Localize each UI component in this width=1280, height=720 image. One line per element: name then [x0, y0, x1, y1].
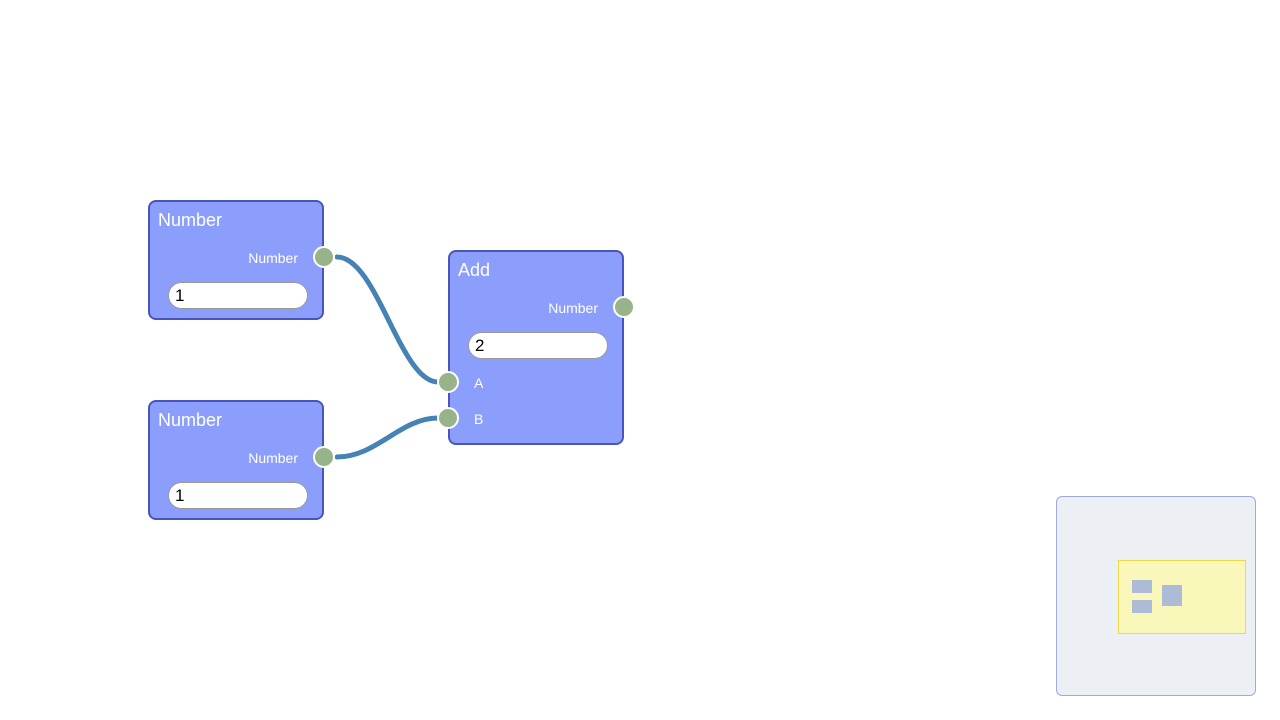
number-input[interactable] [168, 482, 308, 509]
minimap-node-add [1162, 585, 1182, 606]
connection-number1-to-add-a[interactable] [334, 254, 441, 385]
minimap-node-number-1 [1132, 580, 1152, 593]
number-input[interactable] [168, 282, 308, 309]
connection-number2-to-add-b[interactable] [334, 415, 441, 460]
input-label-a: A [474, 375, 484, 391]
minimap[interactable] [1056, 496, 1256, 696]
output-socket[interactable] [313, 446, 335, 468]
result-input[interactable] [468, 332, 608, 359]
output-socket[interactable] [613, 296, 635, 318]
number-node-2[interactable]: Number Number [148, 400, 335, 520]
output-label: Number [248, 250, 298, 266]
node-title: Number [158, 210, 223, 230]
input-label-b: B [474, 411, 484, 427]
number-node-1[interactable]: Number Number [148, 200, 335, 320]
output-socket[interactable] [313, 246, 335, 268]
minimap-node-number-2 [1132, 600, 1152, 613]
output-label: Number [548, 300, 598, 316]
input-socket-b[interactable] [437, 407, 459, 429]
add-node[interactable]: Add Number A B [437, 250, 635, 445]
input-socket-a[interactable] [437, 371, 459, 393]
node-title: Number [158, 410, 223, 430]
node-title: Add [458, 260, 491, 280]
minimap-viewport[interactable] [1118, 560, 1246, 634]
output-label: Number [248, 450, 298, 466]
